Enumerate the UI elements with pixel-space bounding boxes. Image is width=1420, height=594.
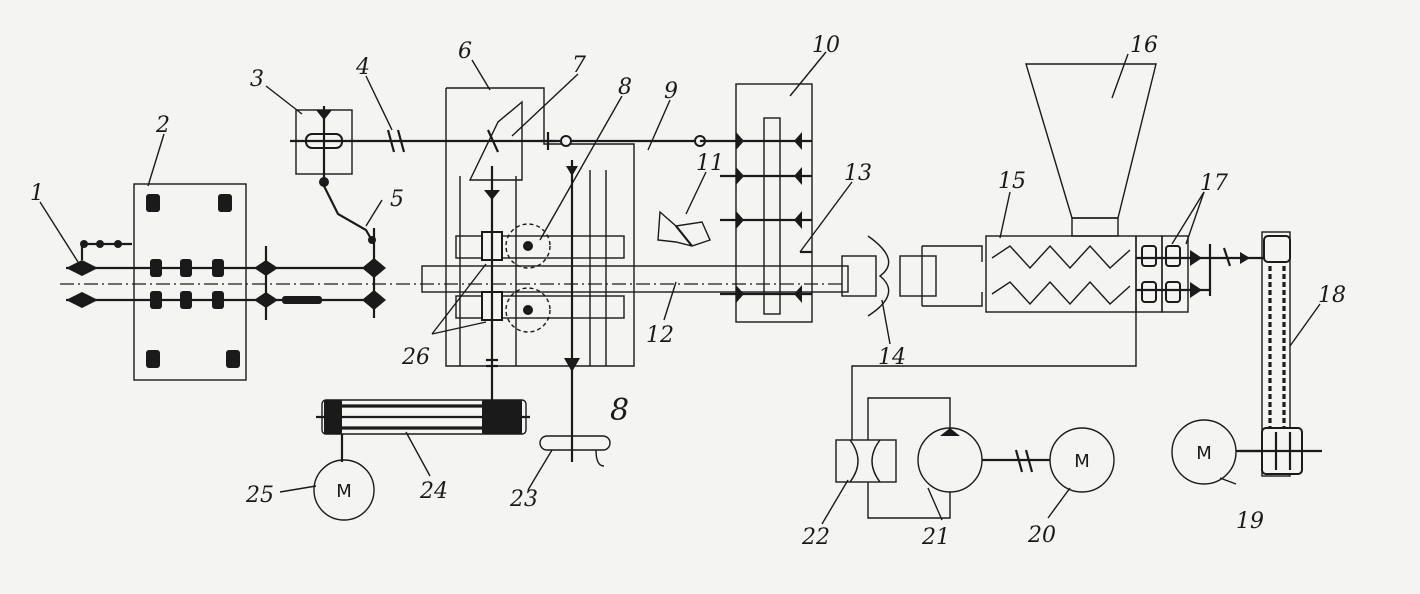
label-3: 3 <box>250 67 264 92</box>
label-12: 12 <box>646 323 674 348</box>
label-14: 14 <box>878 345 906 370</box>
motor-19-symbol: M <box>1196 443 1212 464</box>
motor-25 <box>313 459 375 521</box>
leader-lines <box>39 51 1321 525</box>
label-15: 15 <box>998 169 1026 194</box>
label-8: 8 <box>618 75 632 100</box>
label-6: 6 <box>458 39 472 64</box>
tool-block <box>700 83 813 323</box>
gearbox-block <box>133 183 247 381</box>
label-10: 10 <box>812 33 840 58</box>
label-26: 26 <box>401 345 430 370</box>
screw-extruder <box>985 235 1290 313</box>
label-2: 2 <box>155 113 170 138</box>
top-clutch-unit <box>290 106 440 245</box>
motor-symbols: M M M <box>336 443 1212 502</box>
label-21: 21 <box>921 525 950 550</box>
input-shafts <box>60 228 845 320</box>
label-16: 16 <box>1130 33 1158 58</box>
chain-drive <box>1240 231 1322 477</box>
label-9: 9 <box>664 79 678 104</box>
motor-19 <box>1171 419 1262 485</box>
roller-11 <box>657 210 711 247</box>
belt-drive <box>316 399 530 462</box>
die-14 <box>841 235 983 317</box>
label-23: 23 <box>509 487 538 512</box>
label-17: 17 <box>1200 171 1228 196</box>
label-7: 7 <box>572 53 586 78</box>
main-frame <box>421 87 849 462</box>
number-labels: 1 2 3 4 5 6 7 8 9 10 11 12 13 14 15 16 1… <box>30 33 1346 550</box>
label-24: 24 <box>419 479 448 504</box>
hydraulic-circuit <box>835 312 1137 519</box>
label-13: 13 <box>844 161 872 186</box>
label-18: 18 <box>1318 283 1346 308</box>
label-25: 25 <box>245 483 274 508</box>
label-4: 4 <box>355 55 370 80</box>
label-22: 22 <box>801 525 830 550</box>
label-variant-8: 8 <box>610 393 629 428</box>
handwheel <box>539 435 611 467</box>
hopper <box>1025 63 1157 237</box>
label-11: 11 <box>696 151 724 176</box>
label-20: 20 <box>1027 523 1056 548</box>
label-19: 19 <box>1236 509 1264 534</box>
label-1: 1 <box>30 181 44 206</box>
motor-25-symbol: M <box>336 481 352 502</box>
label-5: 5 <box>390 187 404 212</box>
motor-20-symbol: M <box>1074 451 1090 472</box>
